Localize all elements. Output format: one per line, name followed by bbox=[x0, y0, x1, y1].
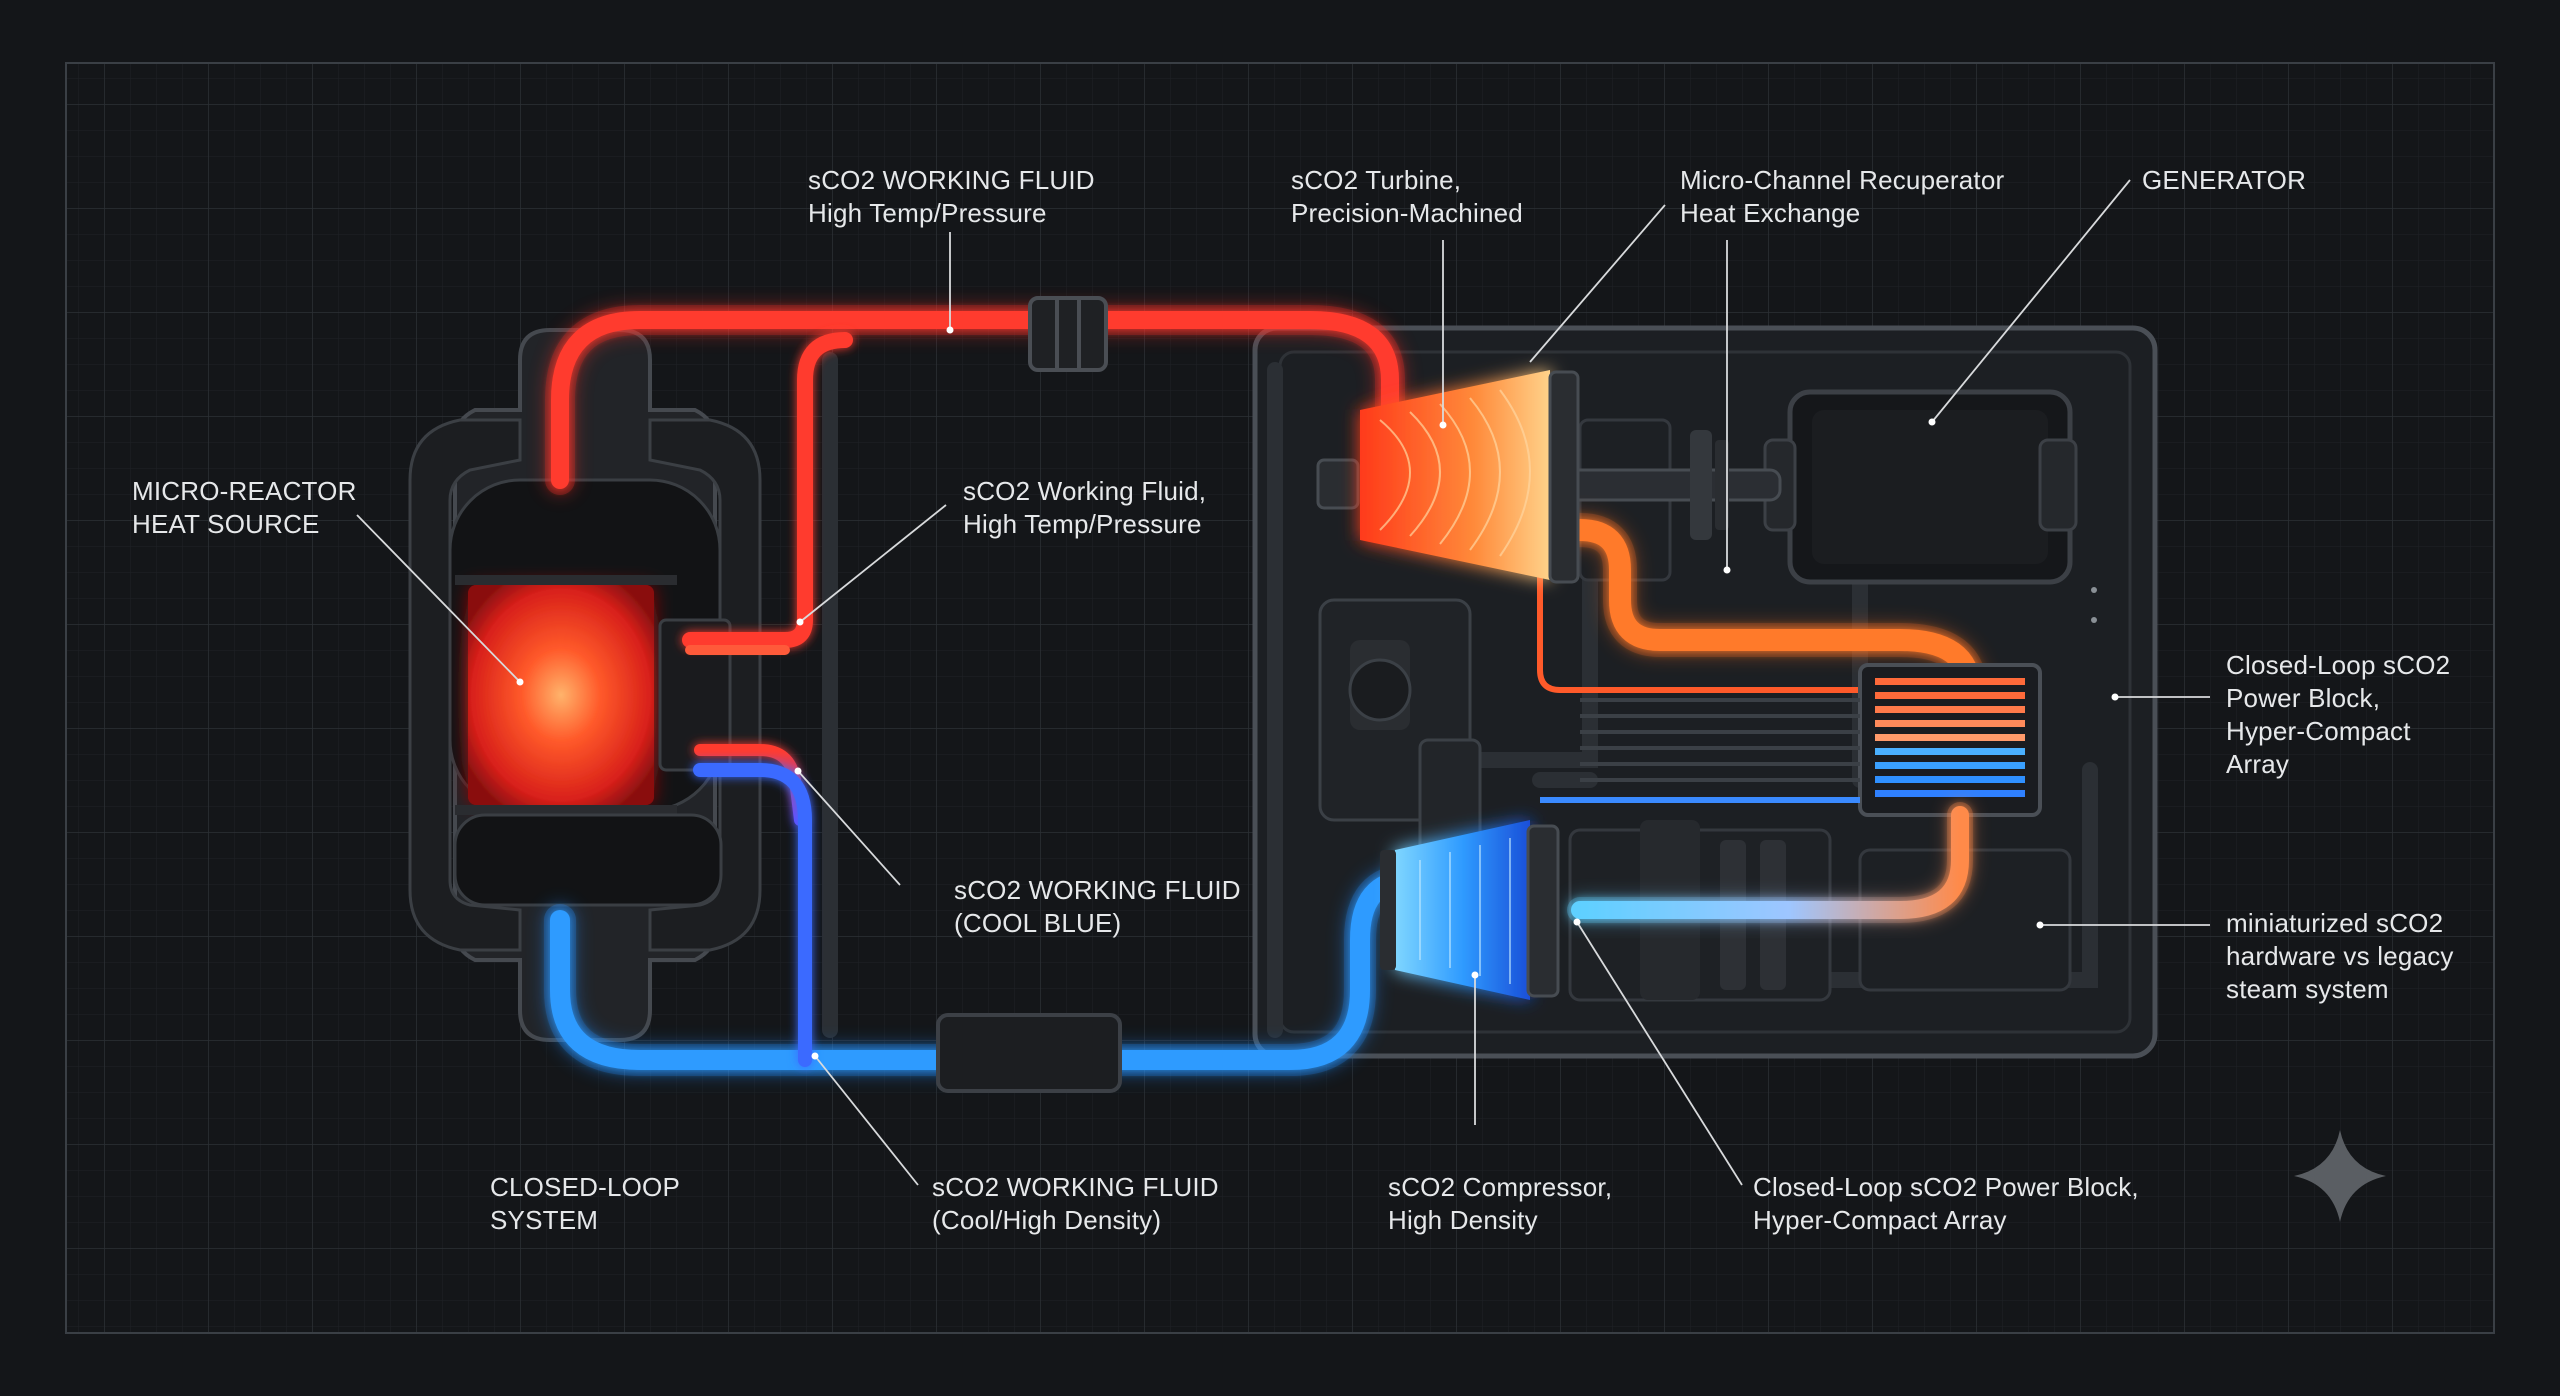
label-line: steam system bbox=[2226, 974, 2389, 1004]
label-working-fluid-top: sCO2 WORKING FLUID High Temp/Pressure bbox=[808, 164, 1095, 230]
generator bbox=[1763, 389, 2078, 585]
label-power-block-bottom: Closed-Loop sCO2 Power Block, Hyper-Comp… bbox=[1753, 1171, 2139, 1237]
label-line: Array bbox=[2226, 749, 2290, 779]
leader-dots bbox=[516, 326, 2119, 1060]
recuperator bbox=[1540, 663, 2042, 817]
label-line: HEAT SOURCE bbox=[132, 509, 320, 539]
label-line: Closed-Loop sCO2 bbox=[2226, 650, 2451, 680]
label-line: sCO2 Turbine, bbox=[1291, 165, 1462, 195]
label-line: GENERATOR bbox=[2142, 165, 2307, 195]
label-line: Power Block, bbox=[2226, 683, 2381, 713]
label-miniaturized: miniaturized sCO2 hardware vs legacy ste… bbox=[2226, 907, 2454, 1006]
reactor-core bbox=[468, 585, 654, 805]
cold-loop bbox=[544, 763, 1426, 1076]
label-line: High Temp/Pressure bbox=[808, 198, 1047, 228]
label-line: hardware vs legacy bbox=[2226, 941, 2454, 971]
label-line: miniaturized sCO2 bbox=[2226, 908, 2444, 938]
sparkle-icon bbox=[2294, 1130, 2386, 1222]
label-line: Hyper-Compact bbox=[2226, 716, 2411, 746]
label-line: sCO2 WORKING FLUID bbox=[808, 165, 1095, 195]
label-line: (Cool/High Density) bbox=[932, 1205, 1162, 1235]
label-line: sCO2 Working Fluid, bbox=[963, 476, 1207, 506]
label-line: Micro-Channel Recuperator bbox=[1680, 165, 2005, 195]
label-line: High Temp/Pressure bbox=[963, 509, 1202, 539]
label-generator: GENERATOR bbox=[2142, 164, 2306, 197]
label-power-block-right: Closed-Loop sCO2 Power Block, Hyper-Comp… bbox=[2226, 649, 2450, 781]
hot-loop bbox=[545, 305, 1405, 826]
turbine-exhaust-loop bbox=[1537, 513, 1987, 717]
label-line: sCO2 Compressor, bbox=[1388, 1172, 1613, 1202]
label-line: (COOL BLUE) bbox=[954, 908, 1122, 938]
label-compressor: sCO2 Compressor, High Density bbox=[1388, 1171, 1612, 1237]
label-line: High Density bbox=[1388, 1205, 1538, 1235]
pipe-couplings bbox=[936, 296, 1122, 1093]
internal-machinery bbox=[1318, 418, 2072, 1002]
label-line: sCO2 WORKING FLUID bbox=[932, 1172, 1219, 1202]
label-line: MICRO-REACTOR bbox=[132, 476, 357, 506]
label-line: Precision-Machined bbox=[1291, 198, 1523, 228]
label-line: SYSTEM bbox=[490, 1205, 599, 1235]
compressor bbox=[1380, 820, 1560, 1000]
label-turbine: sCO2 Turbine, Precision-Machined bbox=[1291, 164, 1523, 230]
leader-lines bbox=[356, 179, 2210, 1186]
label-line: Closed-Loop sCO2 Power Block, bbox=[1753, 1172, 2139, 1202]
label-reactor: MICRO-REACTOR HEAT SOURCE bbox=[132, 475, 357, 541]
label-line: sCO2 WORKING FLUID bbox=[954, 875, 1241, 905]
recuperator-return bbox=[1567, 802, 1973, 923]
label-line: Hyper-Compact Array bbox=[1753, 1205, 2007, 1235]
label-working-fluid-cool: sCO2 WORKING FLUID (COOL BLUE) bbox=[954, 874, 1241, 940]
label-line: Heat Exchange bbox=[1680, 198, 1861, 228]
label-line: CLOSED-LOOP bbox=[490, 1172, 681, 1202]
label-recuperator: Micro-Channel Recuperator Heat Exchange bbox=[1680, 164, 2004, 230]
turbine bbox=[1316, 370, 1580, 584]
label-working-fluid-dense: sCO2 WORKING FLUID (Cool/High Density) bbox=[932, 1171, 1219, 1237]
micro-reactor bbox=[408, 328, 762, 1042]
label-closed-loop: CLOSED-LOOP SYSTEM bbox=[490, 1171, 680, 1237]
label-working-fluid-mid: sCO2 Working Fluid, High Temp/Pressure bbox=[963, 475, 1206, 541]
